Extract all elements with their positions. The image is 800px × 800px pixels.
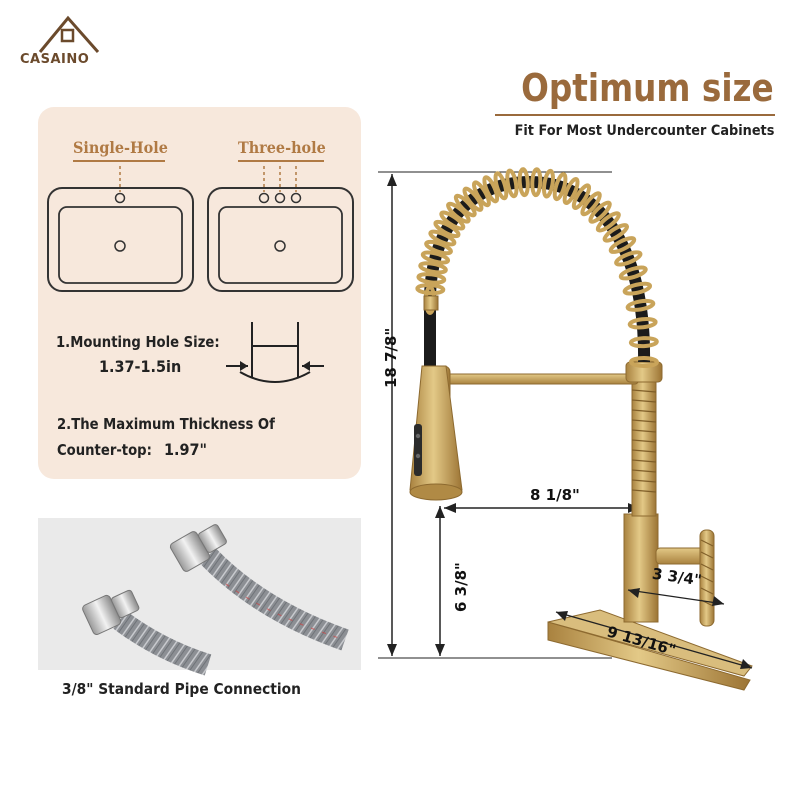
spring-coil-ring (416, 272, 447, 285)
spring-coil-ring (424, 239, 453, 256)
spring-coil-ring (627, 317, 658, 330)
thickness-line2: Counter-top: 1.97" (57, 440, 212, 459)
page-title: Optimum size (521, 66, 774, 110)
thickness-label-line2: Counter-top: (57, 441, 152, 459)
installation-panel (38, 107, 361, 479)
height-dimension-line (378, 171, 612, 659)
spring-coil-ring (629, 355, 659, 369)
pipe-connection-caption: 3/8" Standard Pipe Connection (62, 680, 301, 698)
spring-coil-ring (552, 172, 568, 202)
spring-coil-ring (571, 183, 592, 210)
faucet-column (631, 359, 657, 517)
spout-arm (437, 373, 639, 385)
spout-height-dimension-line (435, 506, 445, 656)
mounting-hole-value: 1.37-1.5in (99, 357, 182, 376)
spring-coil-ring (472, 180, 491, 208)
spring-coil-ring (622, 281, 653, 296)
height-dimension-label: 18 7/8" (382, 327, 400, 388)
spout-height-dimension-label: 6 3/8" (452, 562, 470, 612)
spring-coil-ring (562, 176, 580, 205)
spring-coil-ring (505, 168, 519, 199)
three-hole-underline (238, 160, 324, 162)
single-hole-label: Single-Hole (73, 138, 168, 157)
spring-coil-ring (614, 250, 643, 267)
deck-plate-dimension-line (555, 611, 753, 669)
spring-coil-ring (439, 210, 466, 231)
spring-coil-ring (493, 171, 509, 201)
spring-coil (415, 167, 659, 369)
title-divider (495, 114, 775, 116)
mounting-hole-icon (226, 322, 324, 383)
spring-coil-ring (618, 265, 648, 281)
spring-coil-ring (602, 223, 629, 243)
spring-coil-ring (580, 191, 602, 217)
thickness-label-line1: 2.The Maximum Thickness Of (57, 415, 275, 433)
spring-coil-ring (628, 336, 659, 349)
spring-coil-ring (433, 219, 461, 239)
spring-coil-ring (428, 229, 457, 247)
brand-logo-text: CASAINO (20, 52, 90, 67)
handle-dimension-line (627, 588, 725, 606)
spring-coil-ring (625, 298, 656, 312)
reach-dimension-label: 8 1/8" (530, 486, 580, 504)
single-hole-underline (73, 160, 165, 162)
reach-dimension-line (444, 503, 640, 513)
spring-coil-ring (542, 168, 555, 199)
thickness-value: 1.97" (163, 440, 207, 459)
spring-coil-ring (608, 236, 637, 254)
spring-coil-ring (517, 167, 530, 198)
three-hole-label: Three-hole (238, 138, 326, 157)
spring-coil-ring (418, 261, 448, 275)
spring-coil-ring (420, 250, 451, 265)
spring-coil-ring (530, 167, 543, 198)
three-hole-sink-icon (207, 166, 354, 292)
sprayer-head-icon (409, 295, 463, 501)
spring-coil-ring (595, 211, 621, 233)
page-subtitle: Fit For Most Undercounter Cabinets (514, 123, 774, 139)
single-hole-sink-icon (47, 166, 194, 292)
deck-plate (547, 609, 753, 691)
mounting-hole-label: 1.Mounting Hole Size: (56, 333, 220, 351)
spring-coil-ring (482, 175, 500, 204)
spring-coil-ring (588, 200, 612, 224)
faucet-base (623, 513, 659, 623)
